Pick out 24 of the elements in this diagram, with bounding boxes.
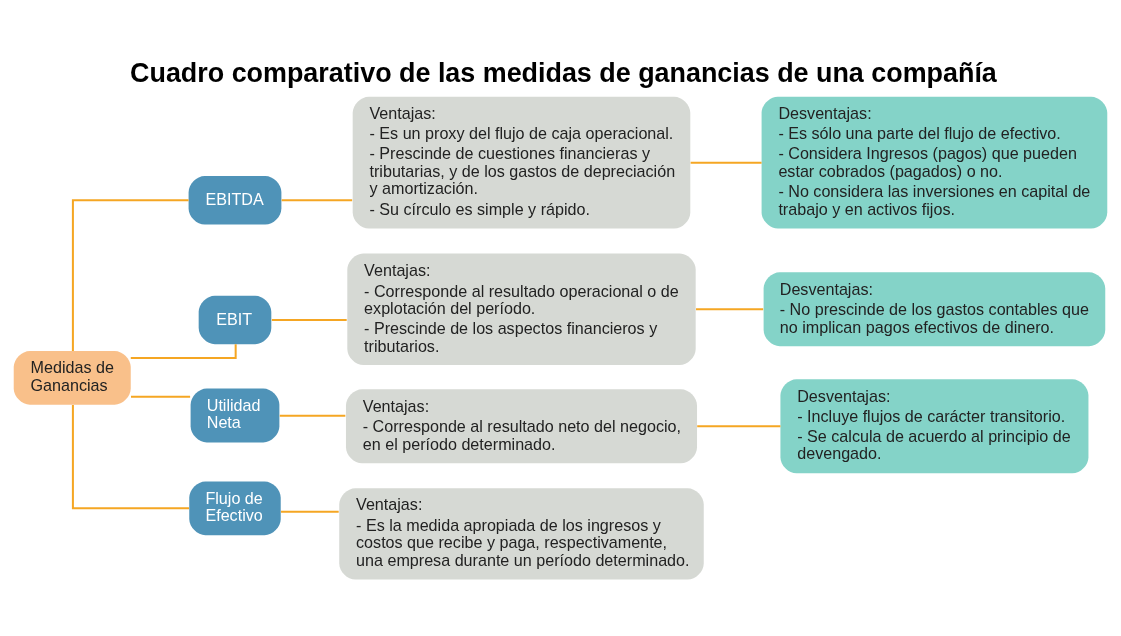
node-box: Ventajas: - Es un proxy del flujo de caja operacional. - Prescinde de cuestiones financieras y tributarias, y de los gastos de depreciación y amortización. - Su círculo es simple y rápido. — [352, 96, 691, 229]
connector — [71, 404, 189, 510]
connector — [130, 344, 237, 360]
node-box: Utilidad Neta — [190, 388, 280, 443]
diagram-title: Cuadro comparativo de las medidas de ganancias de una compañía — [130, 57, 997, 88]
connector — [131, 395, 191, 398]
connector — [690, 161, 762, 164]
connector — [279, 414, 346, 417]
node-box: Medidas de Ganancias — [13, 350, 131, 405]
node-box: Desventajas: - Incluye flujos de carácter transitorio. - Se calcula de acuerdo al principio de devengado. — [780, 379, 1089, 474]
connector — [696, 308, 764, 311]
node-box: Flujo de Efectivo — [189, 481, 281, 536]
node-box: EBIT — [198, 295, 272, 345]
connector — [271, 319, 347, 322]
connector — [71, 199, 189, 351]
node-box: EBITDA — [188, 176, 282, 225]
connector — [281, 199, 353, 202]
node-box: Ventajas: - Es la medida apropiada de los ingresos y costos que recibe y paga, respectivamente, una empresa durante un período determinado. — [339, 488, 704, 580]
connector — [281, 510, 339, 513]
connector — [697, 425, 781, 428]
node-box: Ventajas: - Corresponde al resultado neto del negocio, en el período determinado. — [345, 389, 698, 464]
node-box: Desventajas: - Es sólo una parte del flujo de efectivo. - Considera Ingresos (pagos) que pueden estar cobrados (pagados) o no. - No considera las inversiones en capital de trabajo y en activos fijos. — [761, 96, 1108, 229]
node-box: Desventajas: - No prescinde de los gastos contables que no implican pagos efectivos de dinero. — [763, 272, 1106, 347]
node-box: Ventajas: - Corresponde al resultado operacional o de explotación del período. - Prescinde de los aspectos financieros y tributarios. — [347, 253, 696, 366]
